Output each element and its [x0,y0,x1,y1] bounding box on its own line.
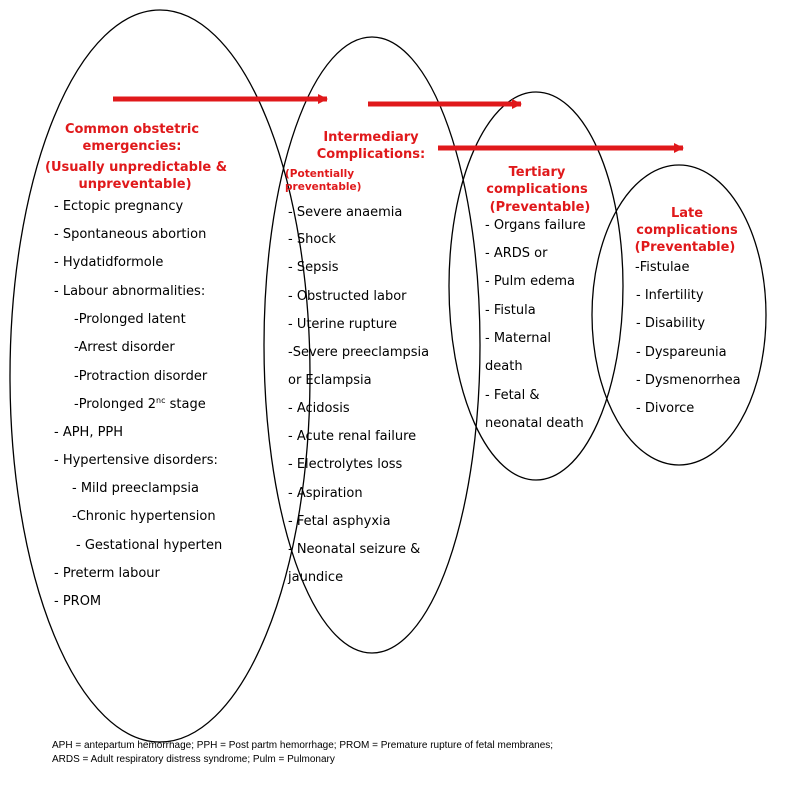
stage2-item: - Acidosis [288,401,350,416]
footnote: APH = antepartum hemorrhage; PPH = Post … [52,739,553,767]
stage3-item: - Pulm edema [485,274,575,289]
stage4-subtitle: (Preventable) [634,240,736,255]
stage3-item: - Organs failure [485,218,586,233]
stage1-item: - Hypertensive disorders: [54,453,218,468]
stage1-item: - Labour abnormalities: [54,284,206,299]
stage1-item: -Protraction disorder [74,369,208,384]
stage2-item: - Uterine rupture [288,317,397,332]
stage3-item: - Fistula [485,303,536,318]
stage2-item: - Obstructed labor [288,289,407,304]
stage3-item: neonatal death [485,416,584,431]
stage2-ellipse [263,36,481,654]
stage4-item: - Disability [636,316,706,331]
footnote-line: ARDS = Adult respiratory distress syndro… [52,754,335,765]
stage1-item: - Preterm labour [54,566,160,581]
stage2-item: - Sepsis [288,260,339,275]
stage4-item: - Dyspareunia [636,345,727,360]
stage1-item: - PROM [54,594,102,609]
stage2-item: -Severe preeclampsia [288,345,430,360]
stage2-item: - Shock [288,232,336,247]
stage1-item: - APH, PPH [54,425,124,440]
stage1-ellipse [9,9,311,743]
stage1-item: - Gestational hyperten [76,538,223,553]
stage3-subtitle: (Preventable) [489,200,591,215]
stage4-item: - Dysmenorrhea [636,373,741,388]
stage4-item: - Infertility [636,288,704,303]
stage1-item: - Mild preeclampsia [72,481,199,496]
stage1-subtitle: (Usually unpredictable &unpreventable) [45,160,228,192]
stage2-item: - Acute renal failure [288,429,417,444]
stage2-item: - Severe anaemia [288,205,403,220]
stage2-item: - Fetal asphyxia [288,514,391,529]
stage1-item: -Arrest disorder [74,340,175,355]
stage1-item: -Prolonged latent [74,312,186,327]
stage1-item: - Hydatidformole [54,255,164,270]
stage4-item: -Fistulae [635,260,690,275]
stage3-item: - Fetal & [485,388,540,403]
stage1-item: -Prolonged 2nc stage [74,396,206,413]
stage2-item: - Aspiration [288,486,363,501]
stage2-item: jaundice [288,570,344,585]
stage3-item: death [485,359,523,374]
footnote-line: APH = antepartum hemorrhage; PPH = Post … [52,740,554,751]
stage2-item: - Neonatal seizure & [288,542,421,557]
stage1-item: - Ectopic pregnancy [54,199,184,214]
stage2-item: - Electrolytes loss [288,457,403,472]
stage3-ellipse [448,91,624,481]
stage2-item: or Eclampsia [288,373,372,388]
stage1-item: -Chronic hypertension [72,509,216,524]
stage3-item: - Maternal [485,331,552,346]
stage4-ellipse [591,164,767,466]
stage1-item: - Spontaneous abortion [54,227,207,242]
stage3-item: - ARDS or [485,246,548,261]
stage4-item: - Divorce [636,401,695,416]
